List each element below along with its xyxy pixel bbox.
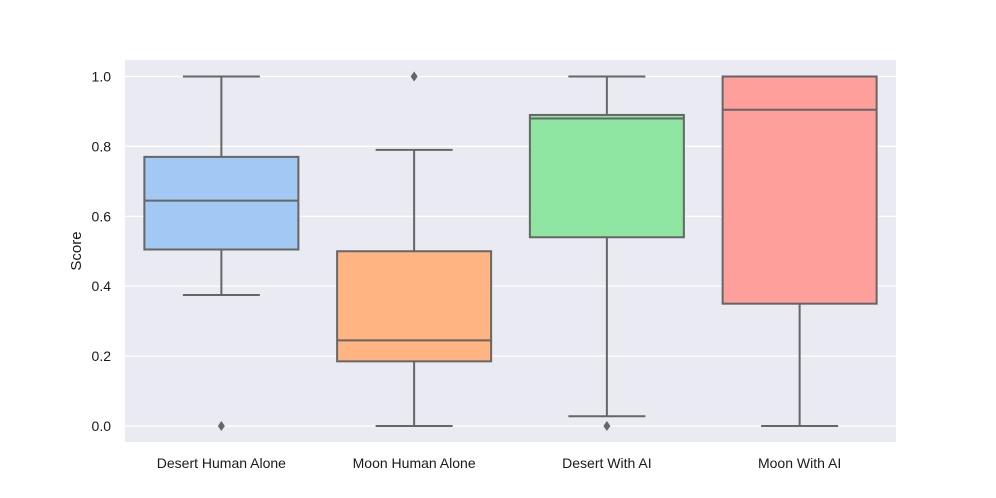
box-group <box>143 75 300 431</box>
y-tick-label: 0.0 <box>92 418 112 434</box>
x-tick-label: Moon With AI <box>758 455 841 471</box>
box-group <box>721 75 878 427</box>
outlier-point <box>217 421 225 431</box>
box-iqr <box>336 250 493 363</box>
y-tick-label: 0.8 <box>92 138 112 154</box>
y-tick-label: 1.0 <box>92 69 112 85</box>
y-tick-label: 0.4 <box>92 278 112 294</box>
box-series <box>143 71 878 431</box>
x-axis-ticks: Desert Human Alone Moon Human Alone Desert… <box>157 455 841 471</box>
box-iqr <box>528 113 685 239</box>
x-tick-label: Moon Human Alone <box>353 455 476 471</box>
box-group <box>336 71 493 427</box>
box-iqr <box>143 155 300 251</box>
outlier-point <box>603 421 611 431</box>
x-tick-label: Desert With AI <box>562 455 651 471</box>
box-iqr <box>721 75 878 305</box>
x-tick-label: Desert Human Alone <box>157 455 286 471</box>
box-group <box>528 75 685 431</box>
outlier-point <box>410 71 418 82</box>
y-tick-label: 0.6 <box>92 208 112 224</box>
y-tick-label: 0.2 <box>92 348 112 364</box>
y-axis-ticks: 0.0 0.2 0.4 0.6 0.8 1.0 <box>92 69 112 435</box>
y-axis-label: Score <box>68 231 85 270</box>
